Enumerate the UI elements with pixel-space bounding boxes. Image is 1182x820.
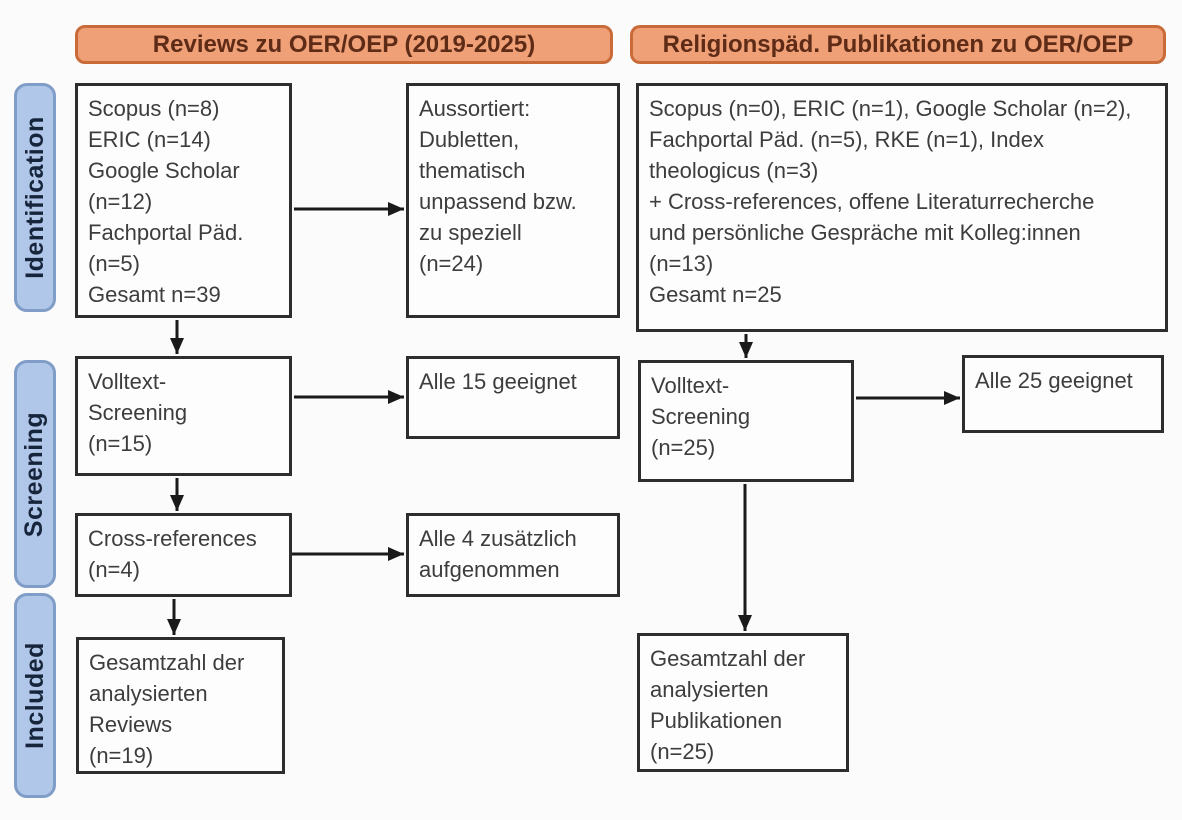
box-publications-included-total: Gesamtzahl der analysierten Publikatione…	[637, 633, 849, 772]
box-reviews-included-total: Gesamtzahl der analysierten Reviews (n=1…	[76, 637, 285, 774]
box-reviews-sources: Scopus (n=8) ERIC (n=14) Google Scholar …	[75, 83, 292, 318]
stage-label-identification-text: Identification	[20, 116, 49, 279]
box-publications-eligible: Alle 25 geeignet	[962, 355, 1164, 433]
stage-label-included: Included	[14, 593, 56, 798]
box-publications-sources: Scopus (n=0), ERIC (n=1), Google Scholar…	[636, 83, 1168, 332]
box-publications-fulltext-screening: Volltext- Screening (n=25)	[638, 360, 854, 482]
box-reviews-excluded: Aussortiert: Dubletten, thematisch unpas…	[406, 83, 620, 318]
box-reviews-fulltext-screening: Volltext- Screening (n=15)	[75, 356, 292, 476]
stage-label-included-text: Included	[20, 642, 49, 749]
stage-label-identification: Identification	[14, 83, 56, 312]
column-header-publications: Religionspäd. Publikationen zu OER/OEP	[630, 25, 1166, 64]
column-header-reviews: Reviews zu OER/OEP (2019-2025)	[75, 25, 613, 64]
box-reviews-cross-references: Cross-references (n=4)	[75, 513, 292, 597]
stage-label-screening: Screening	[14, 360, 56, 588]
stage-label-screening-text: Screening	[20, 411, 49, 537]
box-reviews-added: Alle 4 zusätzlich aufgenommen	[406, 513, 620, 597]
box-reviews-eligible: Alle 15 geeignet	[406, 356, 620, 439]
